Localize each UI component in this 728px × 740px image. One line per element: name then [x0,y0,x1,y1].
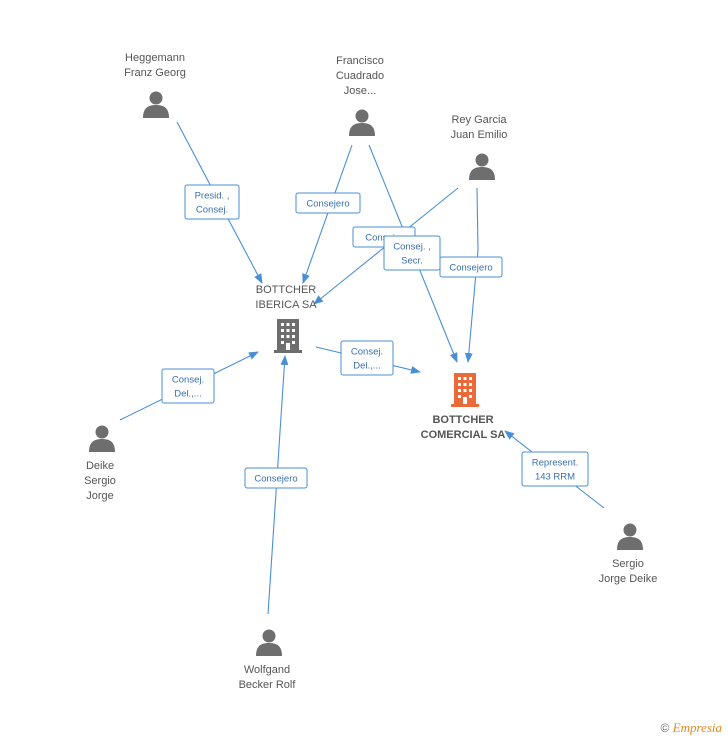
edge-label-text: Presid. , [195,191,230,202]
edge-label-box [244,467,308,489]
node-label: Sergio [612,558,644,570]
person-icon [349,109,375,136]
node-label: Jorge [86,490,114,502]
node-label: Jose... [344,85,376,97]
edge-line-francisco-iberica [302,144,353,284]
node-label: Wolfgand [244,664,290,676]
building-icon [451,373,479,407]
edge-label-text: Consej. [351,347,383,358]
edge-label-text: Consej. [172,375,204,386]
edge-label-box [295,192,361,214]
edge-labels: Presid. , Consej. Consejero Consej. , Con… [161,184,589,489]
edge-label-text: Del.,... [174,389,201,400]
node-label: Juan Emilio [451,129,508,141]
node-label: BOTTCHER [432,414,493,426]
person-node-francisco[interactable]: FranciscoCuadradoJose... [336,55,384,136]
edge-label-text: Consejero [306,199,349,210]
edge-label-sergio-comercial[interactable]: Represent. 143 RRM [521,451,589,487]
node-label: Becker Rolf [239,679,297,691]
footer-credit: © Empresia [660,720,722,736]
person-icon [89,425,115,452]
person-icon [256,629,282,656]
node-label: Heggemann [125,52,185,64]
edge-label-box [383,235,441,271]
edge-label-text: Consejero [254,474,297,485]
edge-label-box [184,184,240,220]
person-icon [143,91,169,118]
node-label: Sergio [84,475,116,487]
person-icon [469,153,495,180]
brand-logo[interactable]: Empresia [672,720,722,735]
edge-line-rey-comercial [464,187,479,363]
company-node-comercial[interactable]: BOTTCHER COMERCIAL SA [421,373,506,441]
node-label: Cuadrado [336,70,384,82]
node-label: BOTTCHER [256,284,317,296]
node-label: IBERICA SA [255,299,317,311]
copyright-icon: © [660,721,670,735]
node-label: Rey Garcia [451,114,507,126]
edge-label-text: Represent. [532,458,578,469]
edge-label-rey-comercial[interactable]: Consejero [439,256,503,278]
edge-label-box [439,256,503,278]
building-icon [274,319,302,353]
edge-label-iberica-comercial[interactable]: Consej. Del.,... [340,340,394,376]
edge-label-francisco-iberica[interactable]: Consejero [295,192,361,214]
edge-label-text: Del.,... [353,361,380,372]
edge-label-box [340,340,394,376]
edge-label-wolfgand-iberica[interactable]: Consejero [244,467,308,489]
person-icon [617,523,643,550]
edge-label-francisco-comercial[interactable]: Consej. , Secr. [383,235,441,271]
node-label: Franz Georg [124,67,186,79]
node-label: Jorge Deike [599,573,658,585]
edge-label-box [161,368,215,404]
edge-label-text: Consej. [196,205,228,216]
edge-label-text: Consej. , [393,242,431,253]
edge-label-box [521,451,589,487]
node-label: COMERCIAL SA [421,429,506,441]
node-label: Deike [86,460,114,472]
edge-label-heggemann-iberica[interactable]: Presid. , Consej. [184,184,240,220]
node-label: Francisco [336,55,384,67]
edge-label-text: 143 RRM [535,472,575,483]
company-node-iberica[interactable]: BOTTCHER IBERICA SA [255,284,317,353]
edge-label-deike-iberica[interactable]: Consej. Del.,... [161,368,215,404]
edge-label-text: Consejero [449,263,492,274]
edge-label-text: Secr. [401,256,423,267]
